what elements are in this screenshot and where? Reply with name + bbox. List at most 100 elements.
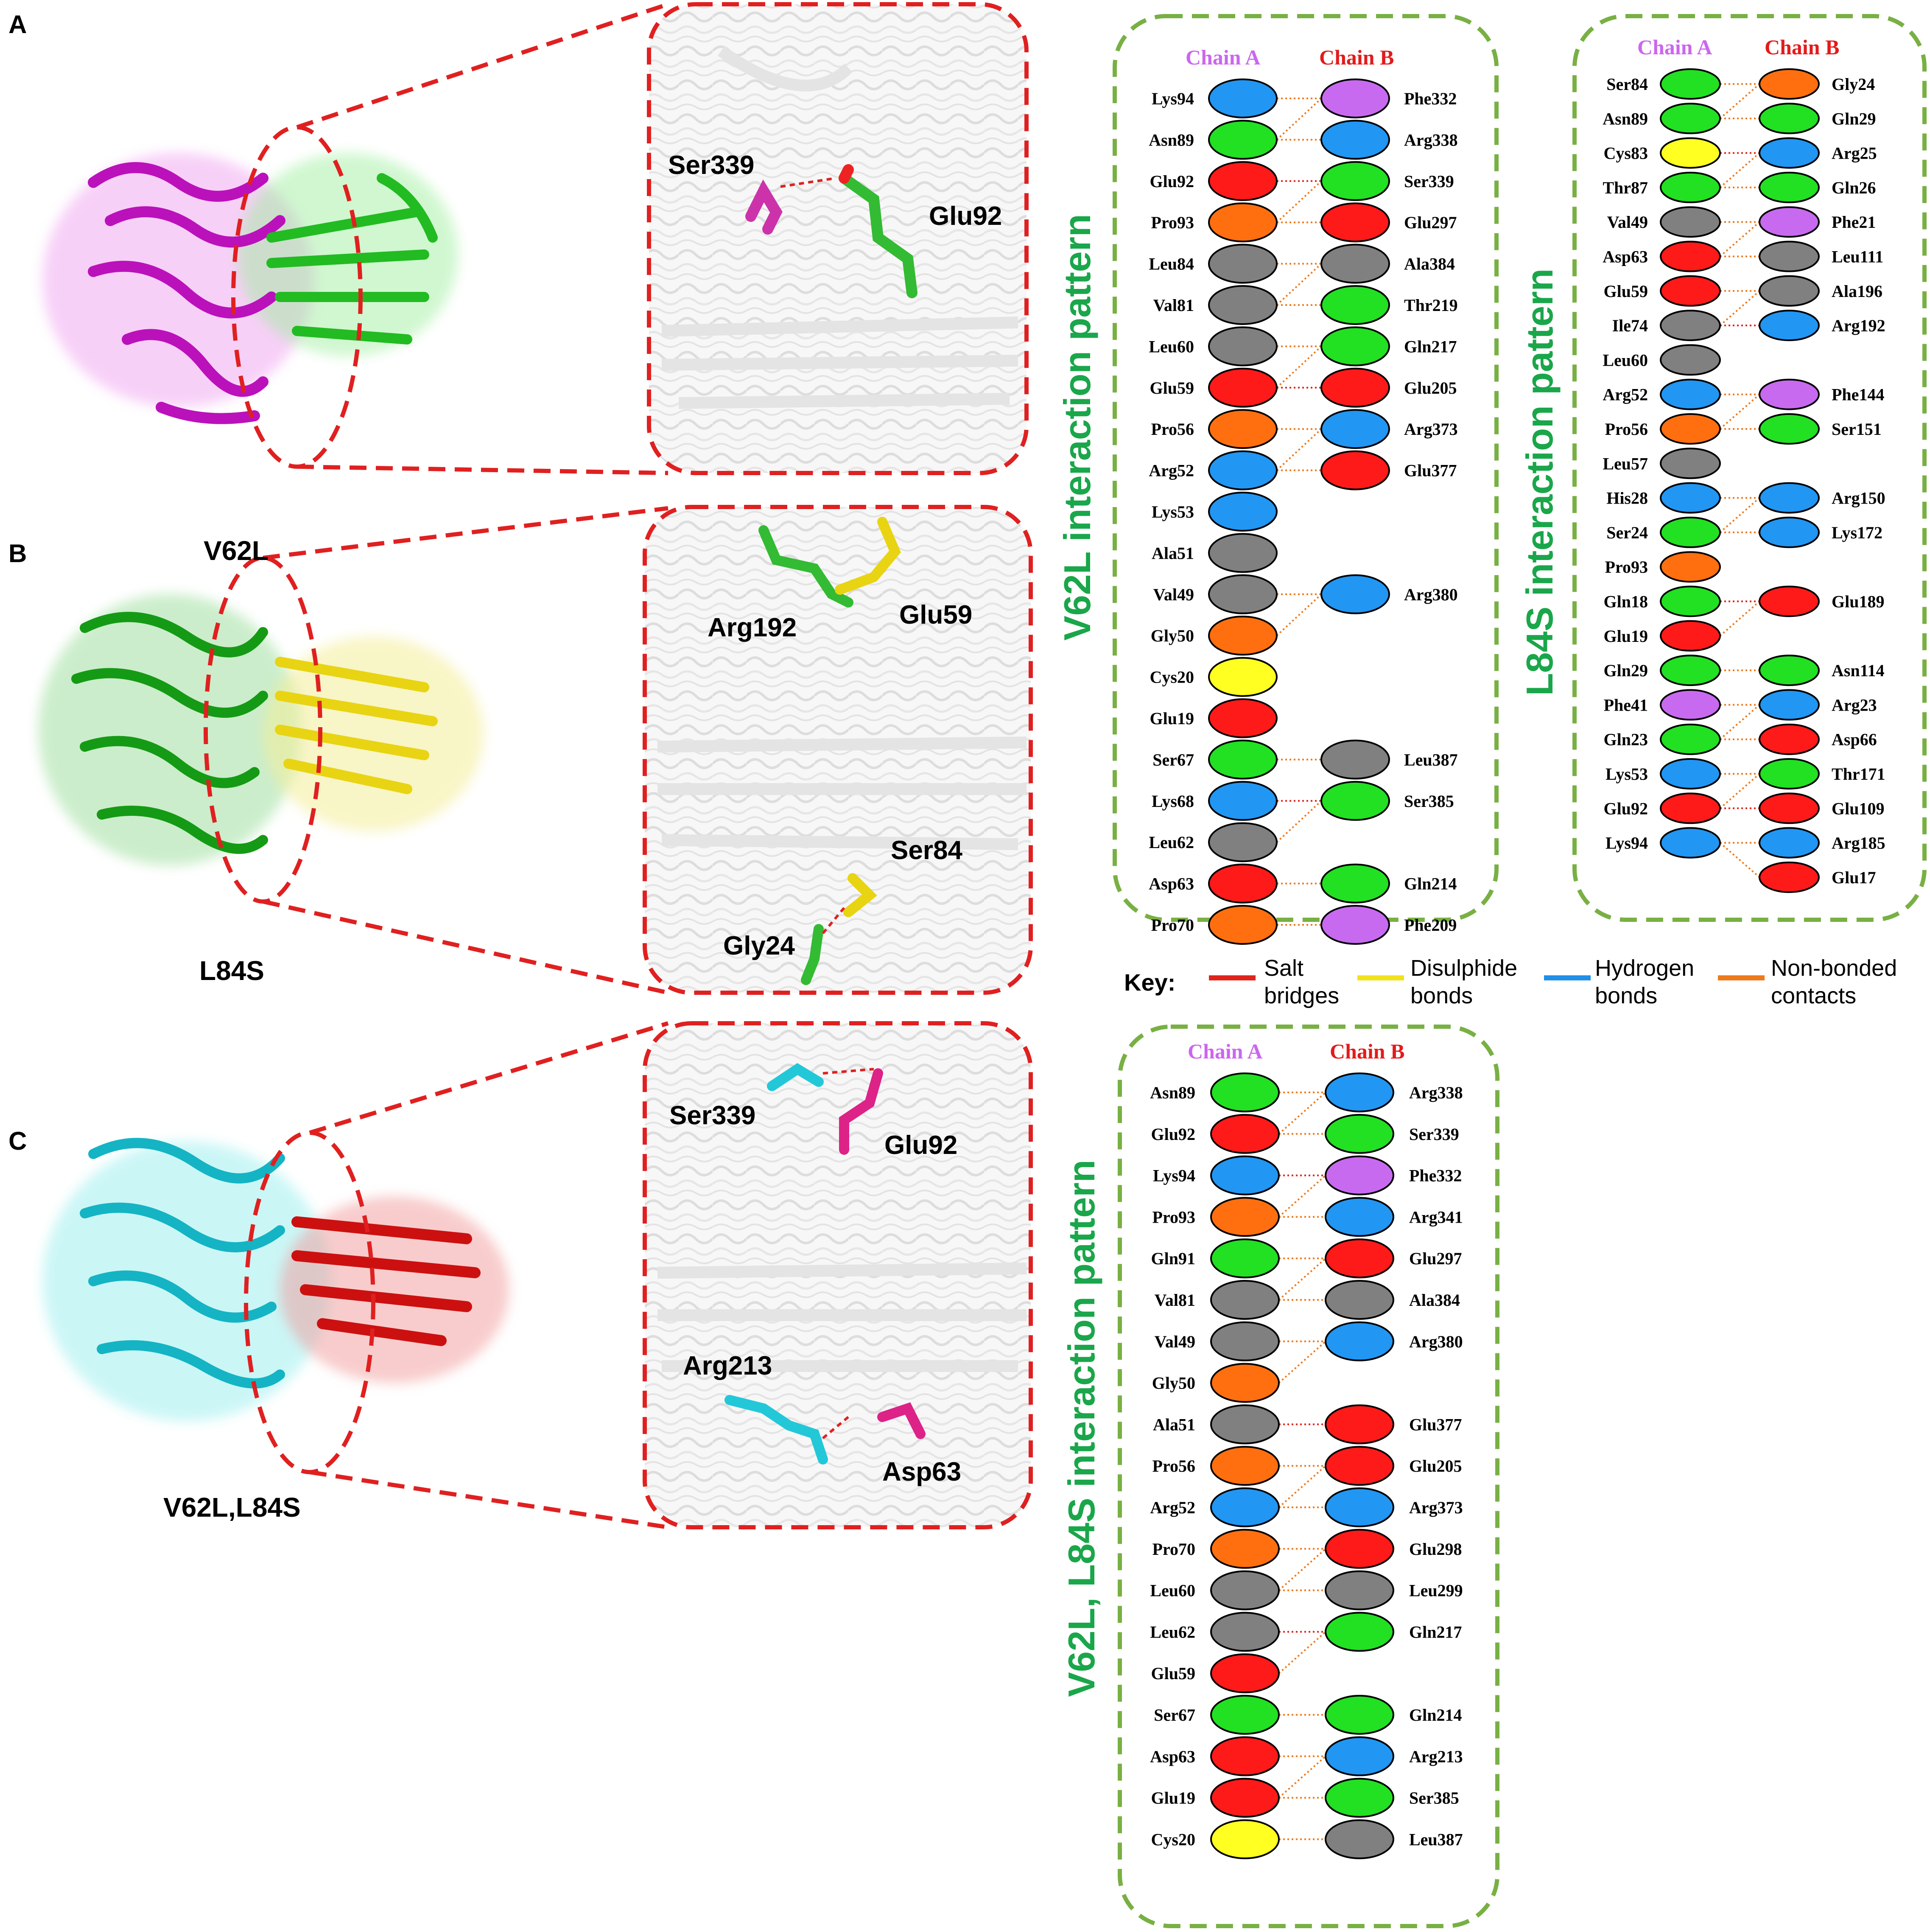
residue-node-chain-a	[1660, 551, 1721, 583]
contact-line	[1719, 842, 1760, 878]
residue-name-chain-b: Glu189	[1832, 592, 1884, 611]
residue-node-chain-b	[1759, 516, 1820, 548]
residue-node-chain-a	[1660, 68, 1721, 100]
residue-name-chain-a: Arg52	[1149, 461, 1194, 480]
residue-node-chain-b	[1325, 1570, 1394, 1610]
residue-name-chain-b: Thr171	[1832, 764, 1885, 784]
residue-name-chain-a: Phe41	[1604, 695, 1648, 714]
legend-label-line1: Salt	[1264, 955, 1303, 981]
residue-name-chain-b: Arg338	[1404, 130, 1458, 149]
residue-name-chain-b: Gln214	[1409, 1705, 1462, 1725]
residue-name-chain-a: Gln23	[1604, 730, 1648, 749]
contact-line	[1276, 800, 1322, 843]
contact-line	[1276, 180, 1322, 223]
contact-line	[1719, 394, 1760, 430]
residue-node-chain-a	[1660, 137, 1721, 169]
residue-node-chain-b	[1320, 244, 1390, 284]
protein-structure-a	[42, 153, 458, 424]
residue-name-chain-b: Ala196	[1832, 282, 1882, 301]
interaction-pattern-l84s: Chain A Chain B Ser84Asn89Cys83Thr87Val4…	[1572, 14, 1927, 922]
residue-node-chain-a	[1660, 413, 1721, 445]
legend-label-line2: bridges	[1264, 983, 1339, 1008]
residue-name-chain-b: Ser151	[1832, 420, 1882, 439]
residue-name-chain-a: Glu19	[1150, 709, 1194, 728]
residue-node-chain-b	[1320, 202, 1390, 243]
residue-node-chain-b	[1759, 206, 1820, 238]
residue-node-chain-a	[1210, 1778, 1280, 1818]
residue-name-chain-b: Glu109	[1832, 799, 1884, 818]
residue-name-chain-a: Glu19	[1604, 627, 1648, 646]
residue-node-chain-b	[1759, 861, 1820, 893]
legend-label-line2: contacts	[1771, 983, 1856, 1008]
residue-name-chain-b: Lys172	[1832, 523, 1882, 542]
residue-name-chain-a: Asn89	[1150, 1083, 1195, 1102]
residue-name-chain-b: Asp66	[1832, 730, 1877, 749]
residue-node-chain-a	[1210, 1612, 1280, 1652]
residue-name-chain-a: Val49	[1155, 1332, 1195, 1351]
interaction-pattern-v62l: Chain A Chain B Lys94Asn89Glu92Pro93Leu8…	[1113, 14, 1499, 945]
legend-item-non-bonded-contacts: Non-bonded contacts	[1718, 955, 1897, 1008]
legend-label-line2: bonds	[1595, 983, 1657, 1008]
residue-node-chain-b	[1325, 1155, 1394, 1196]
legend-label-line2: bonds	[1410, 983, 1473, 1008]
residue-node-chain-a	[1210, 1404, 1280, 1445]
residue-name-chain-a: Lys94	[1152, 89, 1194, 108]
residue-name-chain-a: Leu60	[1150, 1581, 1195, 1600]
residue-name-chain-a: Val81	[1153, 296, 1194, 315]
legend-item-hydrogen-bonds: Hydrogen bonds	[1544, 955, 1694, 1008]
residue-node-chain-a	[1208, 781, 1278, 821]
residue-node-chain-b	[1325, 1529, 1394, 1569]
residue-name-chain-b: Glu377	[1404, 461, 1457, 480]
residue-name-chain-b: Leu299	[1409, 1581, 1463, 1600]
residue-name-chain-a: Lys94	[1606, 834, 1648, 853]
residue-node-chain-b	[1320, 450, 1390, 490]
residue-node-chain-b	[1320, 739, 1390, 780]
residue-name-chain-a: Thr87	[1603, 178, 1648, 197]
residue-name-chain-a: Arg52	[1150, 1498, 1195, 1517]
residue-node-chain-b	[1759, 758, 1820, 790]
residue-name-chain-a: Pro93	[1152, 1207, 1195, 1226]
residue-name-chain-a: Cys83	[1604, 144, 1648, 163]
residue-node-chain-a	[1660, 585, 1721, 617]
chain-b-header: Chain B	[1330, 1039, 1404, 1063]
residue-name-chain-b: Arg373	[1409, 1498, 1463, 1517]
residue-node-chain-a	[1660, 792, 1721, 824]
residue-name-chain-a: Glu59	[1150, 378, 1194, 398]
residue-name-chain-a: Pro70	[1151, 916, 1194, 935]
residue-node-chain-b	[1759, 827, 1820, 859]
residue-label-b3: Ser84	[891, 836, 962, 865]
residue-node-chain-a	[1660, 344, 1721, 376]
contact-line	[1278, 1548, 1326, 1591]
residue-name-chain-b: Glu17	[1832, 868, 1876, 887]
residue-label-a1: Ser339	[668, 151, 754, 180]
residue-node-chain-a	[1660, 516, 1721, 548]
residue-node-chain-b	[1325, 1695, 1394, 1735]
chain-a-header: Chain A	[1637, 35, 1712, 59]
residue-node-chain-b	[1759, 792, 1820, 824]
residue-name-chain-b: Gly24	[1832, 75, 1875, 94]
residue-node-chain-a	[1660, 241, 1721, 272]
contact-line	[1719, 704, 1760, 740]
residue-node-chain-a	[1660, 827, 1721, 859]
residue-node-chain-b	[1759, 585, 1820, 617]
chain-a-header: Chain A	[1186, 45, 1260, 69]
residue-name-chain-a: Asp63	[1603, 247, 1648, 266]
residue-node-chain-b	[1759, 378, 1820, 410]
residue-name-chain-a: Glu19	[1151, 1789, 1195, 1808]
residue-name-chain-a: Val81	[1155, 1291, 1195, 1310]
residue-name-chain-b: Glu377	[1409, 1415, 1462, 1434]
residue-name-chain-a: Gln29	[1604, 661, 1648, 680]
residue-name-chain-b: Phe332	[1409, 1166, 1462, 1185]
contact-line	[1278, 1257, 1326, 1301]
residue-name-chain-a: Gly50	[1152, 1374, 1195, 1393]
residue-name-chain-a: Lys68	[1152, 792, 1194, 811]
legend: Key: Salt bridges Disulphide bonds Hydro…	[1124, 955, 1897, 1008]
residue-name-chain-b: Phe209	[1404, 916, 1457, 935]
contact-line	[1276, 345, 1322, 389]
legend-label-line1: Hydrogen	[1595, 955, 1694, 981]
residue-node-chain-a	[1210, 1487, 1280, 1527]
residue-label-b4: Gly24	[723, 931, 795, 960]
residue-node-chain-a	[1210, 1363, 1280, 1403]
residue-name-chain-a: Pro56	[1151, 420, 1194, 439]
